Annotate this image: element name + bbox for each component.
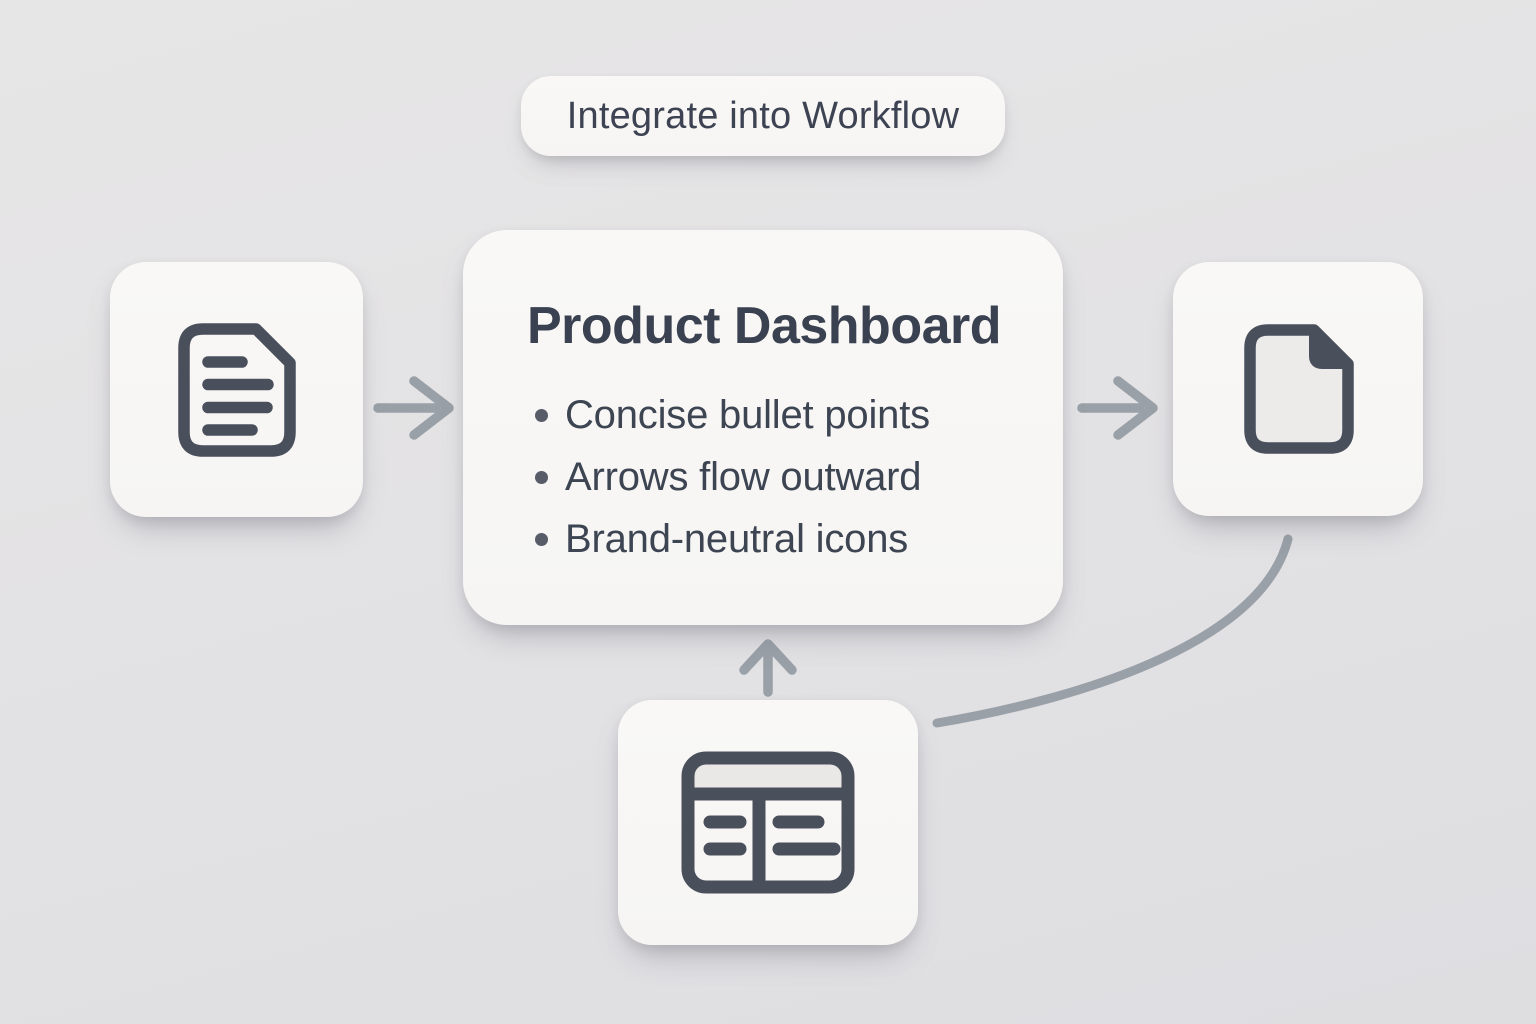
bullet-label: Concise bullet points (565, 392, 930, 437)
dashboard-bullet-list: Concise bullet points Arrows flow outwar… (535, 384, 930, 570)
arrow-right-icon-right (1077, 376, 1158, 440)
node-card-file (1173, 262, 1423, 516)
window-table-icon (681, 751, 855, 894)
node-card-window (618, 700, 918, 945)
dashboard-title: Product Dashboard (527, 297, 1002, 355)
bullet-item: Brand-neutral icons (535, 508, 930, 570)
node-card-dashboard: Product Dashboard Concise bullet points … (463, 230, 1063, 625)
bullet-label: Brand-neutral icons (565, 516, 909, 561)
bullet-dot (535, 470, 548, 484)
bullet-item: Arrows flow outward (535, 446, 930, 508)
bullet-item: Concise bullet points (535, 384, 930, 446)
file-blank-icon (1244, 324, 1354, 454)
bullet-dot (535, 532, 548, 546)
arrow-up-icon (739, 639, 797, 697)
node-card-document (110, 262, 363, 517)
bullet-label: Arrows flow outward (565, 454, 922, 499)
arrow-right-icon-left (373, 376, 454, 440)
title-pill: Integrate into Workflow (521, 76, 1005, 156)
title-pill-label: Integrate into Workflow (566, 94, 960, 137)
bullet-dot (535, 408, 548, 422)
document-text-icon (178, 322, 296, 457)
